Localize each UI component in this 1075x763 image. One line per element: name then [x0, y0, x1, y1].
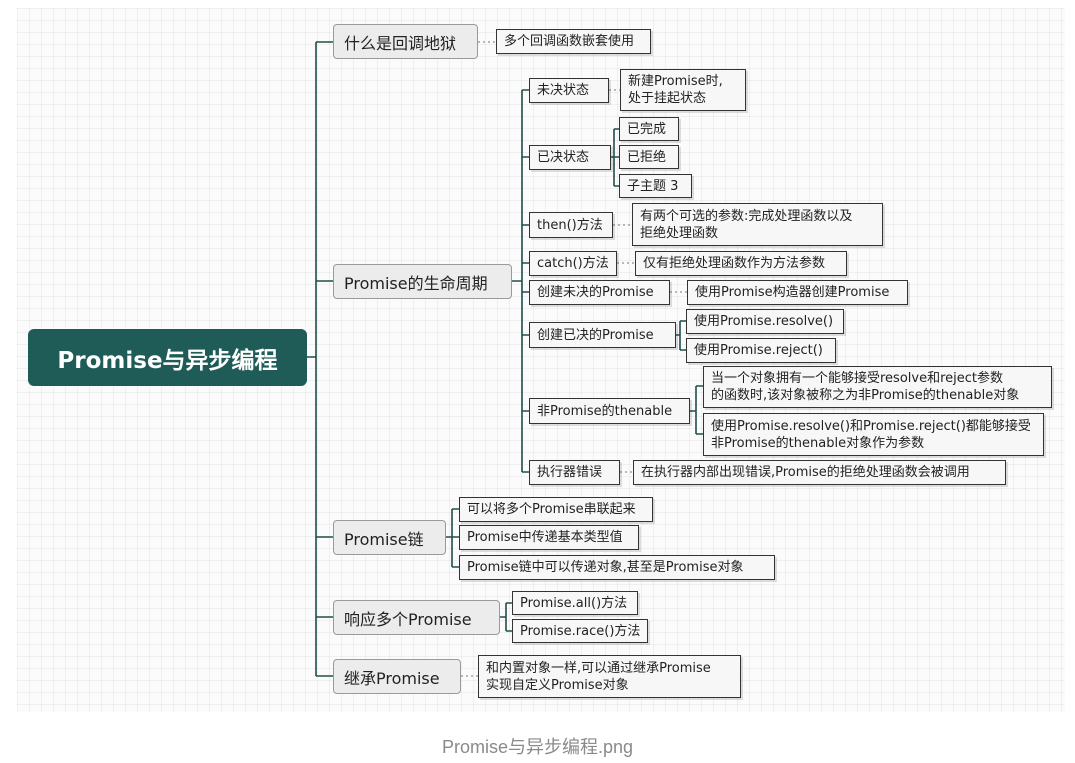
leaf-then-desc[interactable]: 有两个可选的参数:完成处理函数以及 拒绝处理函数	[632, 203, 883, 246]
branch-lifecycle[interactable]: Promise的生命周期	[333, 264, 512, 299]
topic-executor-error[interactable]: 执行器错误	[529, 460, 620, 485]
leaf-create-pending-desc[interactable]: 使用Promise构造器创建Promise	[687, 280, 908, 305]
leaf-catch-desc[interactable]: 仅有拒绝处理函数作为方法参数	[635, 251, 847, 276]
text-line: 处于挂起状态	[628, 91, 707, 106]
text-line: 的函数时,该对象被称之为非Promise的thenable对象	[711, 388, 1020, 403]
leaf-fulfilled[interactable]: 已完成	[619, 117, 679, 141]
leaf-chain-3[interactable]: Promise链中可以传递对象,甚至是Promise对象	[459, 555, 775, 580]
branch-callback-hell[interactable]: 什么是回调地狱	[333, 24, 478, 59]
text-line: 当一个对象拥有一个能够接受resolve和reject参数	[711, 371, 1003, 386]
text-line: 有两个可选的参数:完成处理函数以及	[640, 208, 853, 224]
leaf-thenable-def[interactable]: 当一个对象拥有一个能够接受resolve和reject参数 的函数时,该对象被称…	[703, 366, 1052, 408]
leaf-resolve[interactable]: 使用Promise.resolve()	[686, 309, 844, 334]
leaf-chain-2[interactable]: Promise中传递基本类型值	[459, 525, 639, 550]
branch-chain[interactable]: Promise链	[333, 520, 446, 555]
text-line: 使用Promise.resolve()和Promise.reject()都能够接…	[711, 418, 1031, 434]
leaf-thenable-usage[interactable]: 使用Promise.resolve()和Promise.reject()都能够接…	[703, 413, 1044, 456]
text-line: 实现自定义Promise对象	[486, 677, 629, 693]
leaf-promise-all[interactable]: Promise.all()方法	[512, 591, 638, 615]
mindmap-canvas	[17, 8, 1065, 712]
leaf-chain-1[interactable]: 可以将多个Promise串联起来	[459, 497, 653, 522]
leaf-pending-desc[interactable]: 新建Promise时, 处于挂起状态	[620, 69, 746, 111]
leaf-promise-race[interactable]: Promise.race()方法	[512, 619, 648, 643]
branch-inherit[interactable]: 继承Promise	[333, 659, 461, 694]
text-line: 新建Promise时,	[628, 74, 723, 89]
text-line: 和内置对象一样,可以通过继承Promise	[486, 660, 711, 676]
topic-create-settled[interactable]: 创建已决的Promise	[529, 322, 676, 348]
leaf-subtopic-3[interactable]: 子主题 3	[619, 174, 692, 198]
topic-catch[interactable]: catch()方法	[529, 251, 617, 276]
topic-create-pending[interactable]: 创建未决的Promise	[529, 280, 670, 305]
leaf-executor-error-desc[interactable]: 在执行器内部出现错误,Promise的拒绝处理函数会被调用	[633, 460, 1006, 485]
topic-thenable[interactable]: 非Promise的thenable	[529, 398, 690, 424]
text-line: 非Promise的thenable对象作为参数	[711, 435, 925, 451]
text-line: 拒绝处理函数	[640, 225, 719, 241]
topic-then[interactable]: then()方法	[529, 212, 613, 238]
root-topic[interactable]: Promise与异步编程	[28, 329, 307, 386]
leaf-reject[interactable]: 使用Promise.reject()	[686, 338, 836, 363]
branch-multiple[interactable]: 响应多个Promise	[333, 600, 500, 635]
leaf-callback-desc[interactable]: 多个回调函数嵌套使用	[496, 29, 651, 54]
topic-settled[interactable]: 已决状态	[529, 145, 611, 170]
leaf-inherit-desc[interactable]: 和内置对象一样,可以通过继承Promise 实现自定义Promise对象	[478, 655, 741, 698]
topic-pending[interactable]: 未决状态	[529, 78, 609, 103]
image-caption: Promise与异步编程.png	[441, 737, 634, 757]
leaf-rejected[interactable]: 已拒绝	[619, 145, 679, 169]
